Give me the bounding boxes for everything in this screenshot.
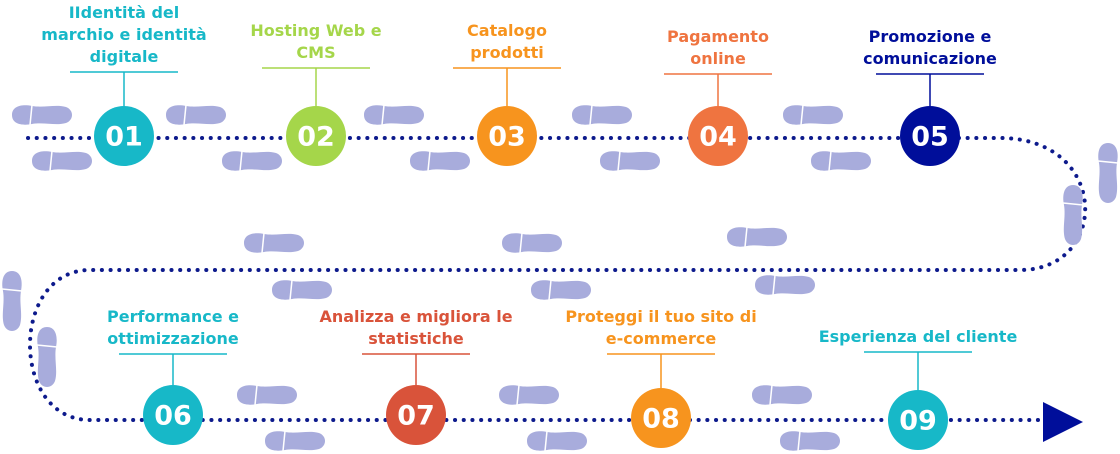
- step-label-line: digitale: [89, 47, 159, 66]
- step-06: 06: [119, 353, 227, 445]
- footprint-icon: [501, 232, 563, 254]
- step-label: Pagamento online: [667, 26, 769, 70]
- step-label: Promozione e comunicazione: [863, 26, 997, 70]
- step-09: 09: [864, 351, 972, 450]
- footprint-icon: [498, 384, 560, 406]
- step-label-line: IIdentità del: [68, 3, 180, 22]
- footprint-icon: [779, 430, 841, 452]
- footprint-icon: [11, 104, 73, 126]
- step-circle: [286, 106, 346, 166]
- step-05: 05: [876, 73, 984, 166]
- step-circle: [631, 388, 691, 448]
- footprint-icon: [754, 274, 816, 296]
- footprint-icon: [1097, 142, 1119, 204]
- step-label-line: Promozione e: [868, 27, 992, 46]
- step-04: 04: [664, 73, 772, 166]
- step-number: 06: [154, 401, 192, 432]
- step-01: 01: [70, 71, 178, 166]
- step-label-line: marchio e identità: [41, 25, 207, 44]
- footprint-icon: [1, 270, 23, 332]
- footprint-icon: [36, 326, 58, 388]
- step-circle: [143, 385, 203, 445]
- step-label: IIdentità del marchio e identità digitale: [41, 2, 206, 68]
- step-number: 09: [899, 406, 937, 437]
- step-08: 08: [607, 353, 715, 448]
- step-circle: [688, 106, 748, 166]
- step-circle: [386, 385, 446, 445]
- dotted-route: [26, 136, 1088, 422]
- step-circle: [888, 390, 948, 450]
- step-label-line: ottimizzazione: [107, 329, 239, 348]
- footprint-icon: [526, 430, 588, 452]
- step-label-line: Hosting Web e: [250, 21, 382, 40]
- step-03: 03: [453, 67, 561, 166]
- step-label-line: CMS: [296, 43, 336, 62]
- step-02: 02: [262, 67, 370, 166]
- step-number: 04: [699, 122, 737, 153]
- step-label: Performance e ottimizzazione: [107, 306, 239, 350]
- step-label: Hosting Web e CMS: [250, 20, 381, 64]
- footprint-icon: [165, 104, 227, 126]
- step-label: Esperienza del cliente: [819, 326, 1018, 348]
- arrow-head-icon: [1043, 402, 1083, 442]
- footprint-icon: [810, 150, 872, 172]
- footprint-icon: [221, 150, 283, 172]
- footprint-icon: [751, 384, 813, 406]
- step-label-line: Catalogo: [467, 21, 547, 40]
- step-circle: [477, 106, 537, 166]
- step-number: 07: [397, 401, 435, 432]
- footprint-icon: [571, 104, 633, 126]
- footprint-icon: [782, 104, 844, 126]
- step-label-line: statistiche: [368, 329, 464, 348]
- step-label-line: comunicazione: [863, 49, 997, 68]
- step-circle: [94, 106, 154, 166]
- footprint-icon: [409, 150, 471, 172]
- footprint-icon: [236, 384, 298, 406]
- step-label-line: Proteggi il tuo sito di: [565, 307, 757, 326]
- step-number: 03: [488, 122, 526, 153]
- footprint-icon: [363, 104, 425, 126]
- step-label: Catalogo prodotti: [467, 20, 547, 64]
- step-label-line: Analizza e migliora le: [319, 307, 513, 326]
- step-label-line: Performance e: [107, 307, 239, 326]
- step-label-line: Esperienza del cliente: [818, 327, 1018, 346]
- footprint-icon: [271, 279, 333, 301]
- step-number: 02: [297, 122, 335, 153]
- step-number: 01: [105, 122, 143, 153]
- footprint-icon: [31, 150, 93, 172]
- step-label-line: prodotti: [470, 43, 544, 62]
- step-number: 08: [642, 404, 680, 435]
- step-label-line: e-commerce: [605, 329, 717, 348]
- footprint-icon: [530, 279, 592, 301]
- step-label-line: Pagamento: [667, 27, 769, 46]
- footprint-icon: [726, 226, 788, 248]
- footprint-icon: [243, 232, 305, 254]
- step-circle: [900, 106, 960, 166]
- step-07: 07: [362, 353, 470, 445]
- step-number: 05: [911, 122, 949, 153]
- footprint-icon: [264, 430, 326, 452]
- step-label: Analizza e migliora le statistiche: [319, 306, 512, 350]
- step-label: Proteggi il tuo sito di e-commerce: [565, 306, 756, 350]
- step-label-line: online: [690, 49, 746, 68]
- footprint-icon: [1062, 184, 1084, 246]
- footprint-icon: [599, 150, 661, 172]
